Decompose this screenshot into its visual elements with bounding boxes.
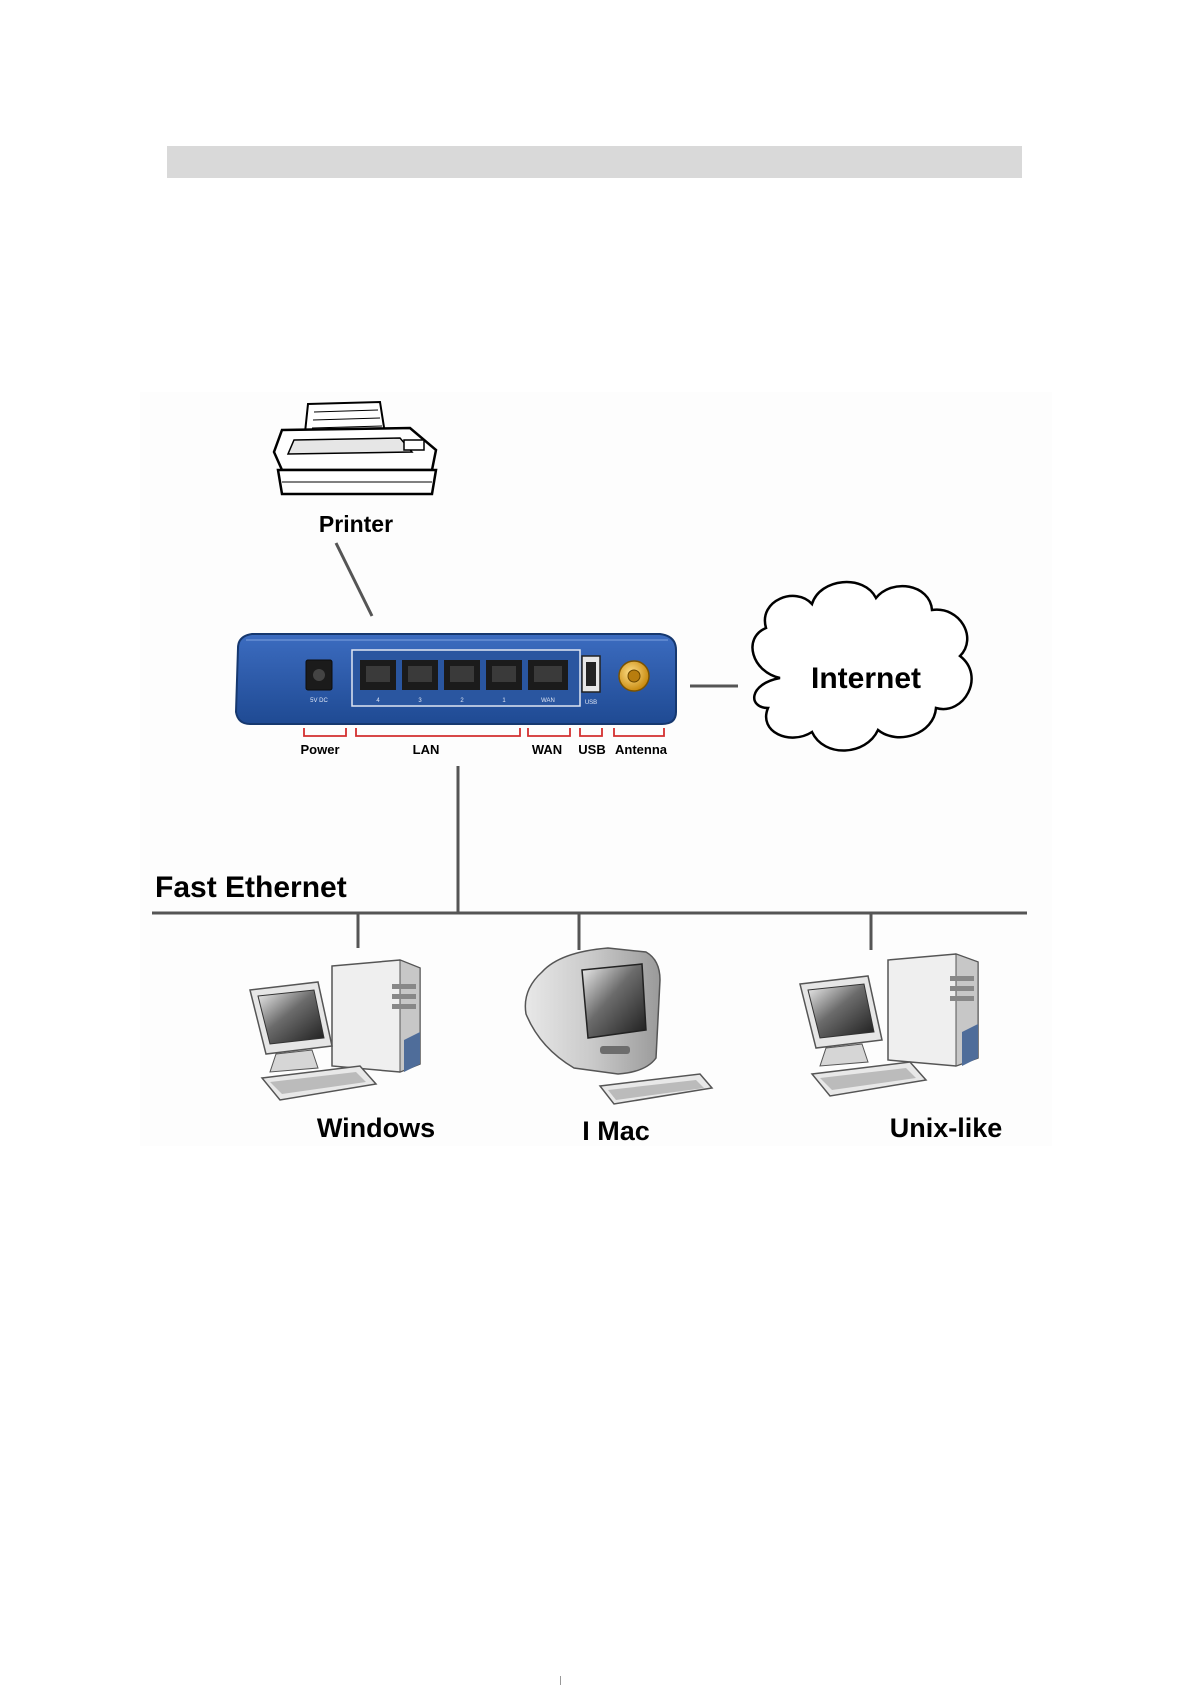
imac-icon — [525, 948, 712, 1104]
imac-label: I Mac — [582, 1116, 650, 1146]
callout-antenna: Antenna — [615, 742, 668, 757]
callout-wan: WAN — [532, 742, 562, 757]
router: 5V DC 4 3 2 1 WAN — [236, 634, 676, 724]
callout-power: Power — [300, 742, 339, 757]
callout-brackets — [304, 728, 664, 736]
antenna-connector-icon — [619, 661, 649, 691]
unix-pc-icon — [800, 954, 978, 1096]
internet-label: Internet — [811, 662, 921, 695]
windows-pc-icon — [250, 960, 420, 1100]
power-port-label: 5V DC — [310, 698, 328, 704]
page-footer-mark — [560, 1676, 561, 1685]
printer-link — [336, 543, 372, 616]
wan-port-label: WAN — [541, 698, 555, 704]
fast-ethernet-label: Fast Ethernet — [155, 871, 347, 904]
printer-label: Printer — [319, 511, 393, 537]
printer-icon — [274, 402, 436, 494]
callout-lan: LAN — [413, 742, 440, 757]
unix-label: Unix-like — [890, 1113, 1003, 1143]
windows-label: Windows — [317, 1113, 435, 1143]
usb-port-label: USB — [585, 700, 597, 706]
callout-usb: USB — [578, 742, 605, 757]
